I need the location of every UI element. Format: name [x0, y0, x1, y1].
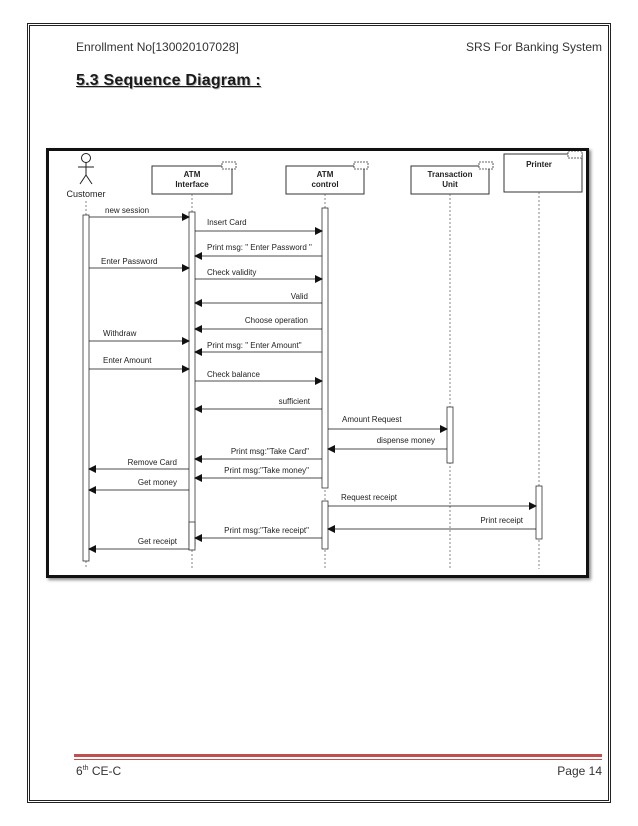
svg-text:Choose operation: Choose operation — [245, 316, 308, 325]
svg-text:Print msg: " Enter Password ": Print msg: " Enter Password " — [207, 243, 312, 252]
participant-transaction-unit-box — [410, 165, 490, 195]
svg-text:Insert Card: Insert Card — [207, 218, 247, 227]
participant-transaction-line1: Transaction — [428, 170, 473, 179]
activation-atm-control-2 — [321, 500, 329, 550]
svg-text:Amount Request: Amount Request — [342, 415, 402, 424]
activation-atm-control — [321, 207, 329, 489]
message-print-take-card: Print msg:"Take Card" — [194, 447, 322, 463]
header-doc-title: SRS For Banking System — [465, 40, 602, 54]
message-valid: Valid — [194, 292, 322, 307]
svg-text:Print msg:"Take receipt": Print msg:"Take receipt" — [224, 526, 309, 535]
message-print-take-receipt: Print msg:"Take receipt" — [194, 526, 322, 542]
svg-text:Withdraw: Withdraw — [103, 329, 137, 338]
svg-text:Check validity: Check validity — [207, 268, 256, 277]
message-dispense-money: dispense money — [327, 436, 447, 453]
svg-text:Enter Password: Enter Password — [101, 257, 157, 266]
svg-text:Remove Card: Remove Card — [128, 458, 177, 467]
message-check-balance: Check balance — [195, 370, 323, 385]
header-enrollment: Enrollment No[130020107028] — [76, 40, 239, 54]
activation-atm-interface — [188, 211, 196, 547]
message-print-enter-amount: Print msg: " Enter Amount" — [194, 341, 322, 356]
participant-printer: Printer — [526, 160, 552, 169]
svg-text:Check balance: Check balance — [207, 370, 260, 379]
svg-text:Print msg:"Take Card": Print msg:"Take Card" — [231, 447, 309, 456]
svg-text:Print receipt: Print receipt — [480, 516, 523, 525]
message-withdraw: Withdraw — [89, 329, 190, 345]
message-check-validity: Check validity — [195, 268, 323, 283]
stereotype-icon — [221, 161, 237, 170]
participant-atm-control-box — [285, 165, 365, 195]
sequence-diagram-canvas: Customer ATM Interface ATM control Trans… — [66, 151, 583, 569]
message-print-receipt: Print receipt — [327, 516, 536, 533]
svg-text:sufficient: sufficient — [279, 397, 311, 406]
footer-rule — [74, 754, 602, 757]
message-sufficient: sufficient — [194, 397, 322, 413]
svg-text:Print msg: " Enter Amount": Print msg: " Enter Amount" — [207, 341, 302, 350]
footer-page-number: Page 14 — [557, 764, 602, 778]
activation-transaction — [446, 406, 454, 464]
activation-customer — [82, 214, 90, 562]
message-insert-card: Insert Card — [195, 218, 323, 235]
participant-printer-box — [503, 153, 583, 193]
message-get-receipt: Get receipt — [88, 537, 189, 553]
section-title: 5.3 Sequence Diagram : — [76, 72, 261, 89]
message-print-enter-password: Print msg: " Enter Password " — [194, 243, 322, 260]
svg-text:Enter Amount: Enter Amount — [103, 356, 152, 365]
svg-text:Get money: Get money — [138, 478, 177, 487]
stereotype-icon — [478, 161, 494, 170]
svg-text:new session: new session — [105, 206, 149, 215]
stereotype-icon — [567, 151, 583, 159]
participant-atm-control-line1: ATM — [317, 170, 334, 179]
activation-printer — [535, 485, 543, 540]
participant-customer: Customer — [66, 189, 105, 199]
participant-atm-interface-line2: Interface — [175, 180, 209, 189]
message-choose-operation: Choose operation — [194, 316, 322, 333]
footer-rule-thin — [74, 759, 602, 760]
customer-actor-icon — [78, 153, 94, 185]
activation-atm-interface-2 — [188, 521, 196, 551]
message-remove-card: Remove Card — [88, 458, 189, 473]
svg-text:Print msg:"Take money": Print msg:"Take money" — [224, 466, 309, 475]
sequence-diagram: Customer ATM Interface ATM control Trans… — [46, 148, 589, 578]
page-border — [27, 23, 611, 803]
message-request-receipt: Request receipt — [328, 493, 537, 510]
svg-text:dispense money: dispense money — [377, 436, 435, 445]
message-amount-request: Amount Request — [328, 415, 448, 433]
message-enter-password: Enter Password — [89, 257, 190, 272]
participant-atm-interface-box — [151, 165, 233, 195]
svg-text:Valid: Valid — [291, 292, 308, 301]
svg-text:Get receipt: Get receipt — [138, 537, 178, 546]
participant-atm-control-line2: control — [311, 180, 338, 189]
message-enter-amount: Enter Amount — [89, 356, 190, 373]
svg-text:Request receipt: Request receipt — [341, 493, 398, 502]
footer-class: 6th CE-C — [76, 764, 122, 778]
message-print-take-money: Print msg:"Take money" — [194, 466, 322, 482]
stereotype-icon — [353, 161, 369, 170]
message-get-money: Get money — [88, 478, 189, 494]
participant-transaction-line2: Unit — [442, 180, 458, 189]
message-new-session: new session — [89, 206, 190, 221]
participant-atm-interface-line1: ATM — [184, 170, 201, 179]
